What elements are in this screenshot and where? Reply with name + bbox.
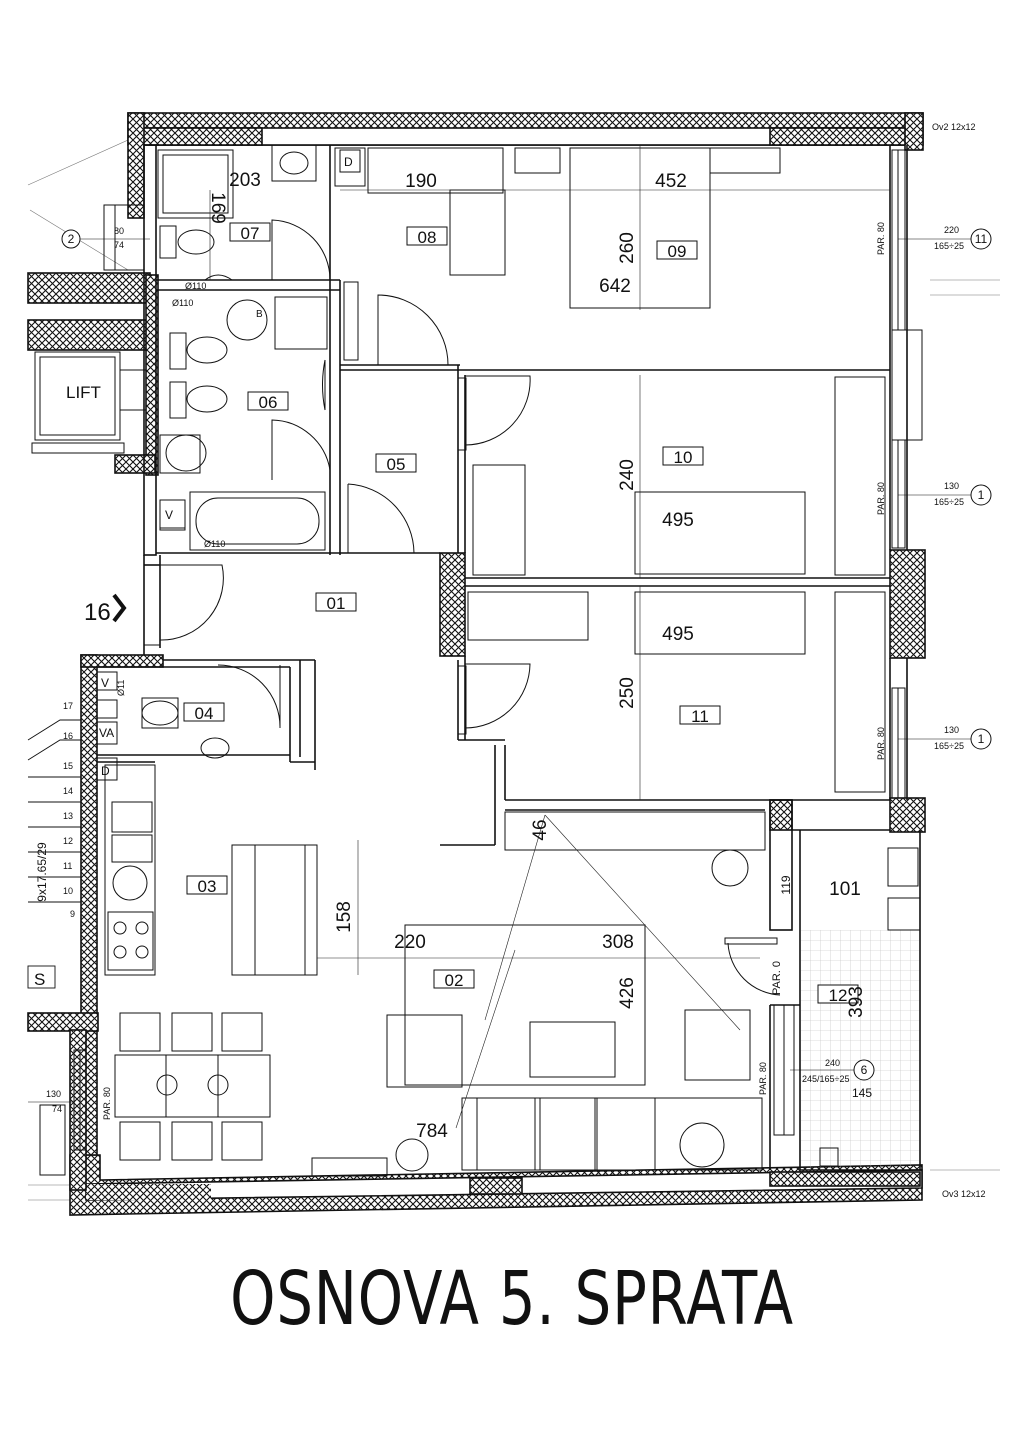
window-marker-win-2: 11 220 165÷25 (898, 225, 992, 251)
room-03-label: 03 (198, 877, 217, 896)
stair-step-17: 17 (63, 701, 73, 711)
pipe-label-3: Ø110 (185, 281, 206, 291)
stair-step-11: 11 (63, 861, 72, 871)
room-10-label: 10 (674, 448, 693, 467)
ov2-label: Ov2 12x12 (932, 122, 976, 132)
room-12-label: 12 (829, 986, 848, 1005)
window-top-1: 80 (114, 226, 124, 236)
dim-158: 158 (334, 901, 355, 933)
interior-walls (97, 144, 922, 1171)
shaft-d-label: D (101, 764, 110, 778)
dim-250: 250 (617, 677, 638, 709)
room-02-label: 02 (445, 971, 464, 990)
stair-spec-label: 9x17.65/29 (35, 842, 49, 902)
dim-101: 101 (829, 879, 861, 900)
fixtures (31, 144, 921, 1177)
room-06-label: 06 (259, 393, 278, 412)
window-num-3: 1 (978, 488, 985, 502)
stair-step-10: 10 (63, 886, 73, 896)
dim-119: 119 (779, 875, 793, 894)
dim-260: 260 (617, 232, 638, 264)
room-labels (183, 222, 859, 1004)
room-09-label: 09 (668, 242, 687, 261)
pipe-label-4: Ø11 (116, 680, 126, 696)
window-marker-win-3: 1 130 165÷25 (898, 481, 992, 507)
dim-220: 220 (394, 932, 426, 953)
window-marker-win-4: 1 130 165÷25 (898, 725, 992, 751)
stairs (27, 719, 81, 989)
exterior-walls (27, 112, 926, 1216)
balcony-tiles (801, 930, 919, 1168)
stair-step-15: 15 (63, 761, 73, 771)
window-top-4: 130 (944, 725, 959, 735)
window-bot-6: 74 (52, 1104, 62, 1114)
par-label-2: PAR. 80 (876, 482, 886, 515)
pipe-label-1: Ø110 (172, 298, 193, 308)
window-top-6: 130 (46, 1089, 61, 1099)
window-num-1: 2 (68, 232, 75, 246)
window-marker-win-6: 130 74 (28, 1089, 75, 1114)
dimension-lines (209, 145, 890, 1129)
dim-203: 203 (229, 170, 261, 191)
pipe-label-2: Ø110 (204, 539, 225, 549)
shaft-v-label: V (101, 676, 109, 690)
par-label-3: PAR. 80 (876, 727, 886, 760)
dim-240: 240 (617, 459, 638, 491)
dim-426: 426 (617, 977, 638, 1009)
window-bot-1: 74 (114, 240, 124, 250)
guide-lines (27, 139, 1000, 1201)
window-marker-win-5: 6 240 245/165÷25 (790, 1058, 875, 1084)
room-08-label: 08 (418, 228, 437, 247)
room-05-label: 05 (387, 455, 406, 474)
doors (143, 219, 781, 996)
dim-452: 452 (655, 171, 687, 192)
shaft-d2-label: D (344, 155, 353, 169)
window-num-5: 6 (861, 1063, 868, 1077)
dim-46: 46 (530, 819, 551, 840)
window-num-4: 1 (978, 732, 985, 746)
dim-145: 145 (852, 1086, 872, 1100)
window-marker-win-1: 2 80 74 (61, 226, 150, 250)
window-bot-4: 165÷25 (934, 741, 964, 751)
window-top-3: 130 (944, 481, 959, 491)
entrance-arrow-icon (112, 593, 127, 623)
shaft-va-label: VA (99, 726, 114, 740)
stair-step-9: 9 (70, 909, 75, 919)
par-label-6: PAR. 0 (771, 961, 783, 995)
par-label-1: PAR. 80 (876, 222, 886, 255)
dim-784: 784 (416, 1121, 448, 1142)
shaft-v2-label: V (165, 508, 173, 522)
window-bot-5: 245/165÷25 (802, 1074, 849, 1084)
dim-495-upper: 495 (662, 510, 694, 531)
dim-169: 169 (207, 192, 228, 224)
par-label-4: PAR. 80 (758, 1062, 768, 1095)
window-top-5: 240 (825, 1058, 840, 1068)
boiler-label: B (256, 309, 263, 320)
dim-393: 393 (846, 986, 867, 1018)
room-01-label: 01 (327, 594, 346, 613)
stair-step-14: 14 (63, 786, 73, 796)
room-11-label: 11 (691, 707, 709, 726)
par-label-5: PAR. 80 (102, 1087, 112, 1120)
page-title: OSNOVA 5. SPRATA (230, 1256, 794, 1342)
window-bot-2: 165÷25 (934, 241, 964, 251)
stair-step-16: 16 (63, 731, 73, 741)
entrance-label: 16 (84, 599, 111, 626)
dim-642: 642 (599, 276, 631, 297)
window-bot-3: 165÷25 (934, 497, 964, 507)
dim-495-lower: 495 (662, 624, 694, 645)
windows (39, 149, 923, 1176)
ov3-label: Ov3 12x12 (942, 1189, 986, 1199)
window-top-2: 220 (944, 225, 959, 235)
stair-step-12: 12 (63, 836, 73, 846)
room-04-label: 04 (195, 704, 214, 723)
lift-label: LIFT (66, 383, 101, 402)
room-07-label: 07 (241, 224, 260, 243)
dim-308: 308 (602, 932, 634, 953)
stairs-s-label: S (34, 970, 45, 989)
stair-step-13: 13 (63, 811, 73, 821)
window-num-2: 11 (975, 232, 988, 246)
dim-190: 190 (405, 171, 437, 192)
